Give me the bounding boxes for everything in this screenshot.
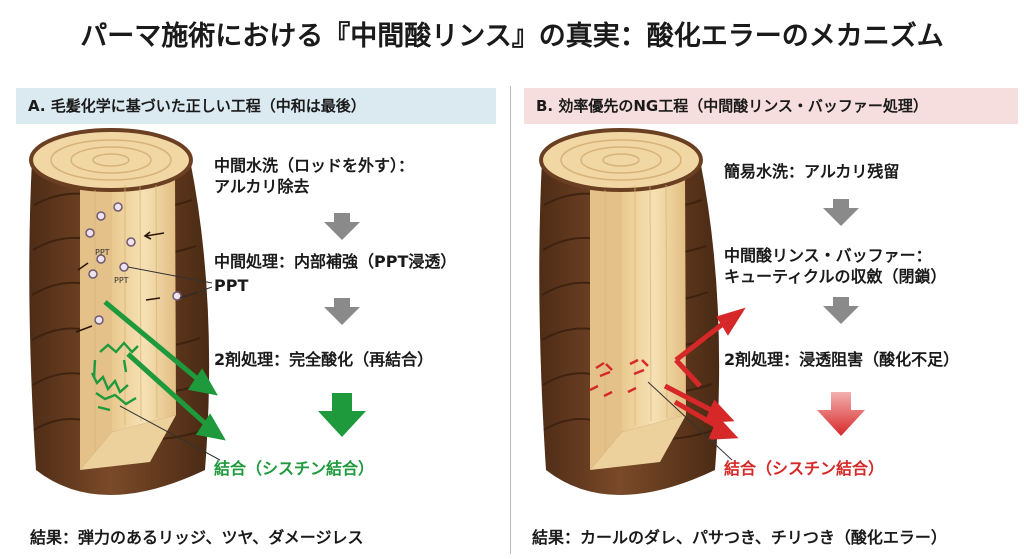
panel-b-flow-arrows xyxy=(823,199,859,324)
panel-b-step-2-line-1: 中間酸リンス・バッファー： xyxy=(724,246,932,265)
hair-strand-a xyxy=(29,128,210,495)
broken-bond-marks xyxy=(589,358,649,398)
panel-a-final-arrow xyxy=(318,393,366,437)
green-bond-lines xyxy=(90,341,139,412)
panel-b-final-arrow xyxy=(817,392,865,436)
bond-leader-a xyxy=(119,405,221,461)
panel-a-step-2: 中間処理：内部補強（PPT浸透） xyxy=(214,252,457,271)
panel-b-header: B. 効率優先のNG工程（中間酸リンス・バッファー処理） xyxy=(524,88,1018,124)
panel-b-step-3: 2剤処理：浸透阻害（酸化不足） xyxy=(724,350,960,369)
panel-a-step-1-line-2: アルカリ除去 xyxy=(214,177,310,196)
panel-a-step-1: 中間水洗（ロッドを外す）： アルカリ除去 xyxy=(214,155,414,197)
panel-b-step-1: 簡易水洗：アルカリ残留 xyxy=(724,162,900,181)
ppt-label-small-2: PPT xyxy=(114,276,129,285)
bond-leader-b xyxy=(647,381,733,461)
ppt-particles xyxy=(85,202,182,325)
red-deflect-arrows xyxy=(663,307,746,440)
ppt-callout-label: PPT xyxy=(214,276,249,295)
panel-a-header: A. 毛髪化学に基づいた正しい工程（中和は最後） xyxy=(16,88,496,124)
hair-strand-b xyxy=(539,128,720,495)
panel-b-step-2-line-2: キューティクルの収斂（閉鎖） xyxy=(724,267,947,286)
panel-a-step-3: 2剤処理：完全酸化（再結合） xyxy=(214,350,434,369)
panel-b-final-bond: 結合（シスチン結合） xyxy=(724,459,885,478)
page-title: パーマ施術における『中間酸リンス』の真実：酸化エラーのメカニズム xyxy=(80,21,944,52)
panel-b-result: 結果：カールのダレ、パサつき、チリつき（酸化エラー） xyxy=(532,528,947,547)
panel-divider xyxy=(510,86,511,554)
panel-a-result: 結果：弾力のあるリッジ、ツヤ、ダメージレス xyxy=(30,528,364,547)
panel-b-step-2: 中間酸リンス・バッファー： キューティクルの収斂（閉鎖） xyxy=(724,245,947,287)
panel-a-final-bond: 結合（シスチン結合） xyxy=(214,459,375,478)
ppt-label-small-1: PPT xyxy=(95,248,110,257)
panel-a-step-1-line-1: 中間水洗（ロッドを外す）： xyxy=(214,156,415,175)
panel-a-flow-arrows xyxy=(324,213,360,325)
ppt-entry-arrows xyxy=(75,231,165,333)
green-flow-arrows xyxy=(103,300,226,441)
ppt-callout-leaders xyxy=(127,266,213,299)
